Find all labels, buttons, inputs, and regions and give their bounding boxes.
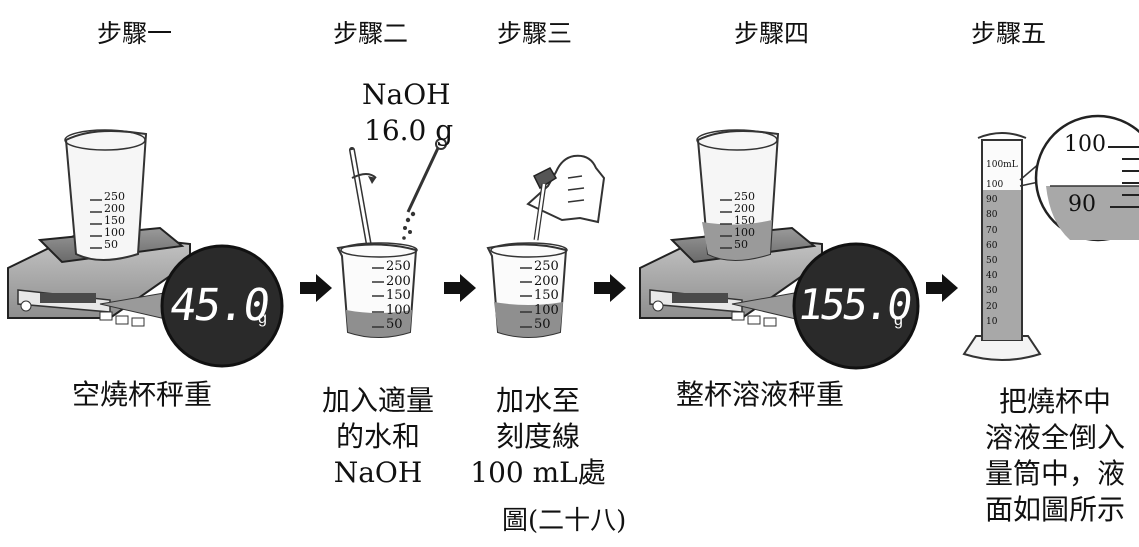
tick-label: 60 <box>986 240 998 251</box>
caption-step4: 整杯溶液秤重 <box>676 377 844 413</box>
graduated-cylinder <box>962 132 1042 361</box>
cylinder-ticks: 100 90 80 70 60 50 40 30 20 10 <box>986 178 1003 330</box>
balance-unit-step1: g <box>258 310 267 327</box>
balance-unit-step4: g <box>894 312 903 329</box>
tick-label: 150 <box>104 214 125 227</box>
cylinder-unit-label: 100mL <box>986 160 1018 170</box>
caption-line: NaOH <box>333 456 423 489</box>
zoom-label-upper: 100 <box>1064 132 1106 157</box>
caption-step2: 加入適量 的水和 NaOH <box>303 383 453 491</box>
tick-label: 100 <box>386 302 411 318</box>
arrow-1 <box>300 274 332 302</box>
arrow-4 <box>926 274 958 302</box>
beaker-ticks-step4: 250 200 150 100 50 <box>734 191 755 251</box>
tick-label: 250 <box>386 259 411 274</box>
caption-line: 整杯溶液秤重 <box>676 378 845 411</box>
tick-label: 250 <box>534 259 559 274</box>
tick-label: 100 <box>734 226 755 239</box>
tick-label: 50 <box>534 317 551 332</box>
tick-label: 200 <box>386 273 411 289</box>
tick-label: 40 <box>986 271 998 282</box>
balance-reading-step1: 45.0 <box>166 280 272 331</box>
beaker-ticks-step2: 250 200 150 100 50 <box>386 259 411 333</box>
tick-label: 100 <box>104 226 125 239</box>
beaker-step2 <box>336 242 418 338</box>
tick-label: 250 <box>734 190 755 203</box>
tick-label: 50 <box>734 238 748 251</box>
tick-label: 90 <box>986 195 998 206</box>
caption-line: 100 mL處 <box>470 456 606 489</box>
caption-line: 把燒杯中 <box>998 385 1111 418</box>
step1-label: 步驟一 <box>97 19 173 48</box>
tick-label: 80 <box>986 210 998 221</box>
beaker-step1 <box>64 129 148 261</box>
tick-label: 200 <box>534 273 559 289</box>
tick-label: 50 <box>986 256 998 267</box>
caption-step1: 空燒杯秤重 <box>72 377 212 413</box>
tick-label: 100 <box>534 302 559 318</box>
balance-display-zoom-step4 <box>731 242 920 370</box>
caption-line: 加水至 <box>495 384 580 417</box>
caption-line: 刻度線 <box>495 420 580 453</box>
tick-label: 20 <box>986 301 998 312</box>
beaker-ticks-step3: 250 200 150 100 50 <box>534 259 559 333</box>
tick-label: 150 <box>386 288 411 303</box>
caption-line: 量筒中，液 <box>984 457 1125 490</box>
arrow-2 <box>444 274 476 302</box>
caption-line: 溶液全倒入 <box>984 421 1125 454</box>
tick-label: 50 <box>386 317 403 332</box>
tick-label: 150 <box>734 214 755 227</box>
caption-line: 加入適量 <box>321 384 434 417</box>
step3-label: 步驟三 <box>497 19 573 48</box>
beaker-step4 <box>696 129 780 261</box>
beaker-ticks-step1: 250 200 150 100 50 <box>104 191 125 251</box>
caption-line: 面如圖所示 <box>984 493 1125 526</box>
caption-step3: 加水至 刻度線 100 mL處 <box>463 383 613 491</box>
tick-label: 150 <box>534 288 559 303</box>
reagent-mass: 16.0 g <box>364 114 454 147</box>
zoom-label-lower: 90 <box>1068 192 1096 217</box>
caption-line: 的水和 <box>335 420 420 453</box>
reagent-label: NaOH <box>362 78 451 111</box>
tick-label: 30 <box>986 286 998 297</box>
step2-label: 步驟二 <box>333 19 409 48</box>
spatula <box>402 138 447 240</box>
figure-caption: 圖(二十八) <box>502 506 627 536</box>
tick-label: 250 <box>104 190 125 203</box>
caption-step5: 把燒杯中 溶液全倒入 量筒中，液 面如圖所示 <box>971 384 1139 528</box>
balance-display-zoom-step1 <box>99 244 284 368</box>
step5-label: 步驟五 <box>971 19 1047 48</box>
tick-label: 100 <box>986 180 1004 190</box>
cylinder-zoom <box>1019 114 1139 242</box>
caption-line: 空燒杯秤重 <box>72 378 213 411</box>
arrow-3 <box>594 274 626 302</box>
tick-label: 200 <box>734 202 755 215</box>
tick-label: 10 <box>986 316 998 327</box>
gloved-hand <box>526 154 606 224</box>
step4-label: 步驟四 <box>734 19 810 48</box>
tick-label: 200 <box>104 202 125 215</box>
tick-label: 70 <box>986 225 998 236</box>
beaker-step3 <box>486 242 568 338</box>
tick-label: 50 <box>104 238 118 251</box>
dropper <box>532 167 558 252</box>
